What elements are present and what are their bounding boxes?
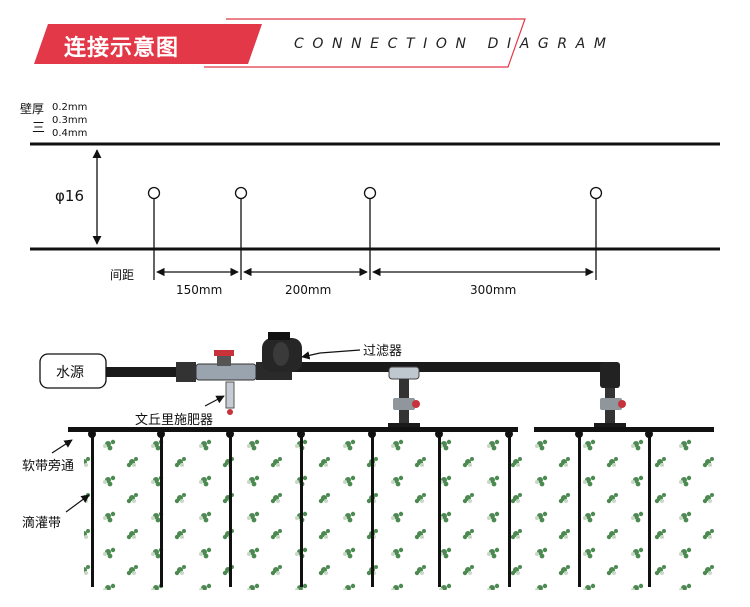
emitter-hole [147, 186, 161, 280]
wall-option: 0.4mm [52, 128, 88, 139]
bypass-pointer [51, 439, 73, 454]
bypass-riser [594, 362, 626, 429]
wall-option: 0.3mm [52, 115, 88, 126]
spacing-value: 200mm [285, 283, 332, 297]
bypass-label: 软带旁通 [22, 459, 75, 474]
distribution-line [534, 427, 714, 432]
spacing-value: 150mm [176, 283, 223, 297]
bypass-riser [388, 366, 420, 429]
irrigation-system [39, 332, 714, 590]
pipe-section [30, 142, 720, 280]
field-mask-top [84, 430, 714, 436]
emitter-hole [363, 186, 377, 280]
bypass-connectors [88, 430, 653, 438]
page-title: 连接示意图 [64, 36, 180, 61]
filter-unit [262, 332, 302, 372]
emitter-hole [234, 186, 248, 280]
drip-tape-label: 滴灌带 [22, 516, 62, 531]
filter-label: 过滤器 [363, 344, 403, 359]
distribution-line [68, 427, 518, 432]
filter-pointer [319, 349, 361, 354]
venturi-label: 文丘里施肥器 [135, 413, 214, 428]
main-pipe [290, 362, 615, 372]
wall-thickness-label: 壁厚 [20, 102, 45, 116]
diameter-label: φ16 [55, 187, 84, 205]
spacing-label: 间距 [110, 268, 135, 282]
page-subtitle: CONNECTION DIAGRAM [294, 36, 615, 52]
main-pipe-left [106, 367, 206, 377]
filter-pointer [301, 351, 321, 360]
water-source-label: 水源 [56, 365, 84, 381]
drip-tape-pointer [65, 494, 90, 513]
title-tab [34, 24, 262, 64]
spacing-value: 300mm [470, 283, 517, 297]
banner-outline [204, 18, 526, 68]
water-source-box [39, 353, 107, 389]
emitter-hole [589, 186, 603, 280]
wall-thickness-separator: 三 [32, 121, 46, 136]
venturi-pointer [204, 395, 225, 407]
field [84, 430, 714, 590]
wall-option: 0.2mm [52, 102, 88, 113]
drip-tape-lines [91, 432, 651, 587]
